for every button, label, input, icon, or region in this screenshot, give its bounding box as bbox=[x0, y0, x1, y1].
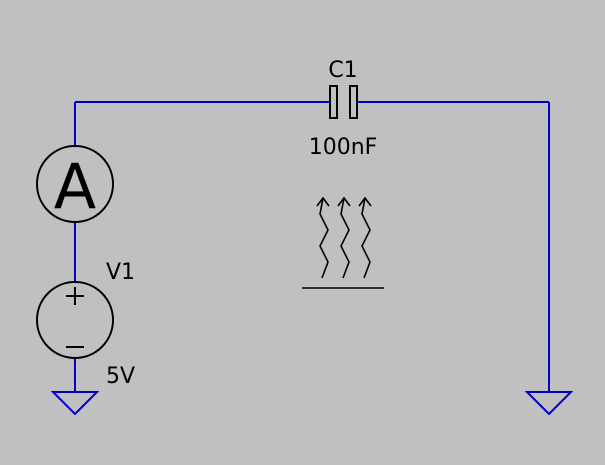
voltage-source-value: 5V bbox=[106, 364, 135, 389]
capacitor-c1[interactable]: C1 100nF bbox=[309, 58, 378, 160]
ground-icon bbox=[524, 391, 574, 416]
wires bbox=[74, 101, 550, 392]
ground-left[interactable] bbox=[50, 391, 100, 416]
plus-sign-icon bbox=[66, 287, 84, 305]
voltage-source-name: V1 bbox=[106, 260, 135, 285]
voltage-source-v1[interactable]: V1 5V bbox=[36, 260, 135, 389]
heat-waves-icon bbox=[302, 196, 384, 289]
capacitor-icon bbox=[329, 85, 358, 119]
dc-voltage-source-icon bbox=[36, 281, 114, 359]
ammeter[interactable]: A bbox=[36, 145, 114, 223]
ammeter-glyph: A bbox=[54, 150, 96, 223]
capacitor-value: 100nF bbox=[309, 135, 378, 160]
ground-icon bbox=[50, 391, 100, 416]
ammeter-icon bbox=[36, 145, 114, 223]
ground-right[interactable] bbox=[524, 391, 574, 416]
capacitor-name: C1 bbox=[328, 58, 357, 83]
